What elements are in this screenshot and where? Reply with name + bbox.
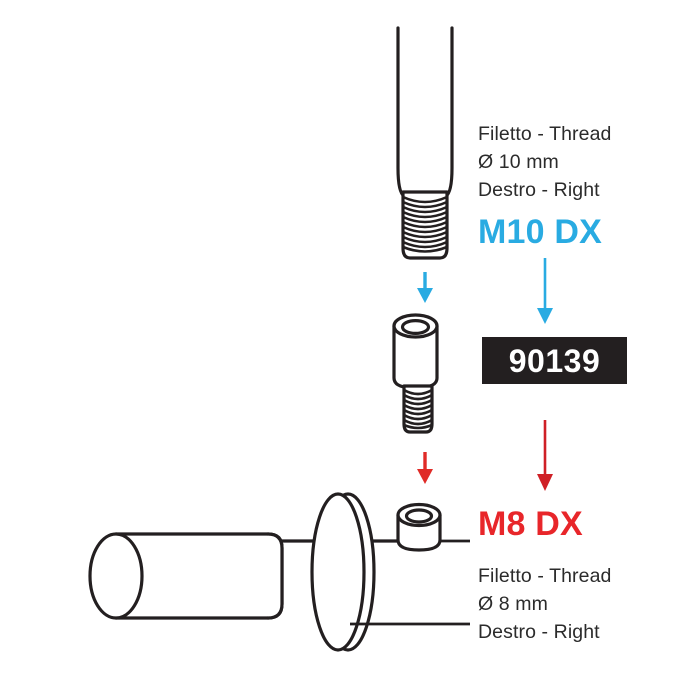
callout-arrow-m10 [537, 258, 553, 324]
adapter-stud-thread-turns [402, 388, 434, 430]
top-spec-thread-label: Filetto - Thread [478, 123, 612, 145]
stem-cylinder-endcap [88, 532, 144, 620]
thread-adapter-sleeve-part [392, 313, 439, 434]
mirror-stem-nut-bore [404, 508, 434, 524]
bottom-spec-direction-label: Destro - Right [478, 621, 600, 643]
mirror-stem-base-part [88, 492, 470, 652]
bottom-spec-diameter-label: Ø 8 mm [478, 593, 548, 615]
threaded-rod-part [396, 26, 454, 260]
rod-shaft [396, 26, 454, 198]
top-spec-direction-label: Destro - Right [478, 179, 600, 201]
bottom-spec-thread-label: Filetto - Thread [478, 565, 612, 587]
part-number-text: 90139 [508, 342, 601, 379]
bottom-spec-thread-code: M8 DX [478, 505, 583, 543]
callout-arrow-m8 [537, 420, 553, 491]
top-spec-thread-code: M10 DX [478, 213, 603, 251]
top-spec-diameter-label: Ø 10 mm [478, 151, 559, 173]
assembly-arrow-adapter-to-stem [417, 452, 433, 484]
rod-thread-turns [401, 195, 449, 253]
stem-cylinder-shoulder [266, 532, 284, 620]
adapter-bore [400, 319, 431, 336]
assembly-arrow-rod-to-adapter [417, 272, 433, 303]
flange-disc-front [310, 492, 366, 652]
part-number-badge: 90139 [482, 337, 627, 384]
